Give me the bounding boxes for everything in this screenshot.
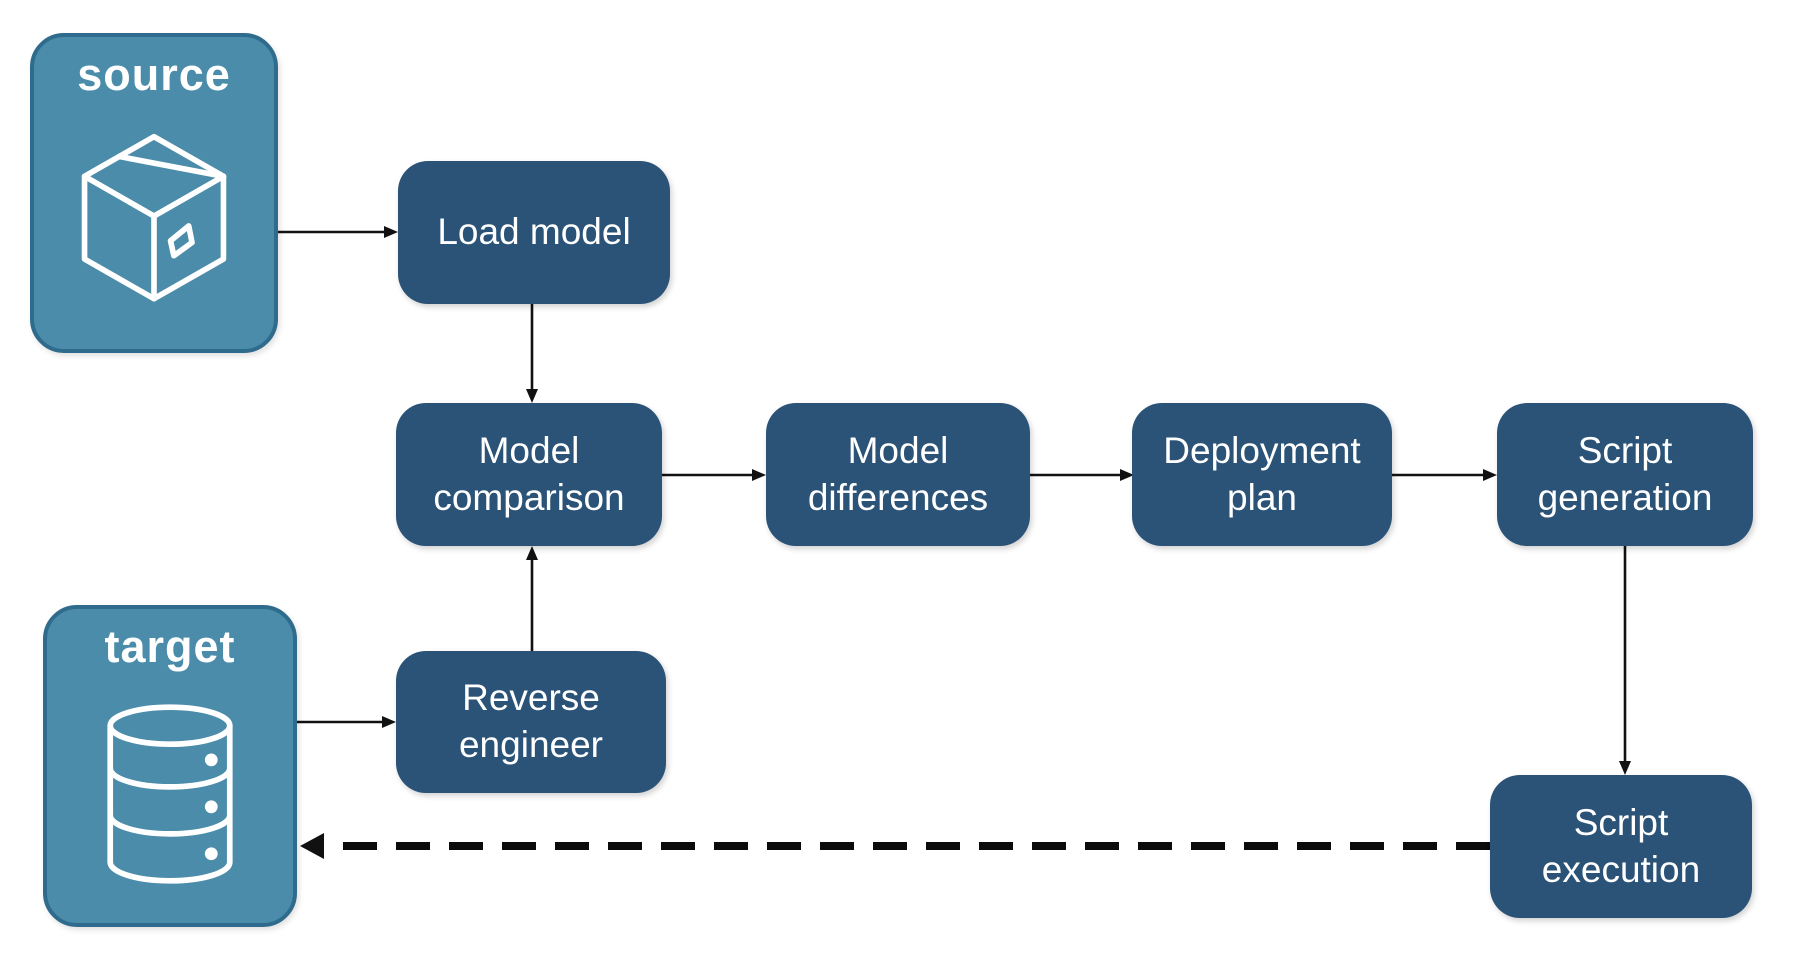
database-icon — [96, 673, 244, 923]
node-label: Deployment plan — [1163, 429, 1361, 518]
node-reverse-engineer: Reverse engineer — [396, 651, 666, 793]
edge-deployment-plan-to-script-generation — [1392, 469, 1497, 481]
node-script-generation: Script generation — [1497, 403, 1753, 546]
edge-model-comparison-to-model-differences — [662, 469, 766, 481]
source-label: source — [77, 49, 231, 100]
edge-script-generation-to-script-execution — [1619, 546, 1631, 775]
edge-model-differences-to-deployment-plan — [1030, 469, 1134, 481]
node-source: source — [30, 33, 278, 353]
edge-target-to-reverse-engineer — [297, 716, 396, 728]
node-label: Script generation — [1537, 429, 1713, 518]
node-script-execution: Script execution — [1490, 775, 1752, 918]
node-deployment-plan: Deployment plan — [1132, 403, 1392, 546]
node-label: Script execution — [1541, 801, 1701, 890]
package-icon — [68, 101, 240, 349]
edge-source-to-load-model — [278, 226, 398, 238]
edge-script-execution-to-target-dashed — [300, 833, 1490, 859]
node-model-differences: Model differences — [766, 403, 1030, 546]
node-label: Model comparison — [433, 429, 625, 518]
node-label: Reverse engineer — [458, 677, 603, 765]
node-model-comparison: Model comparison — [396, 403, 662, 546]
node-load-model: Load model — [398, 161, 670, 304]
edge-reverse-engineer-to-model-comparison — [526, 546, 538, 651]
target-label: target — [104, 621, 236, 672]
node-label: Load model — [437, 211, 631, 252]
node-label: Model differences — [807, 429, 989, 518]
node-target: target — [43, 605, 297, 927]
edge-load-model-to-model-comparison — [526, 304, 538, 403]
